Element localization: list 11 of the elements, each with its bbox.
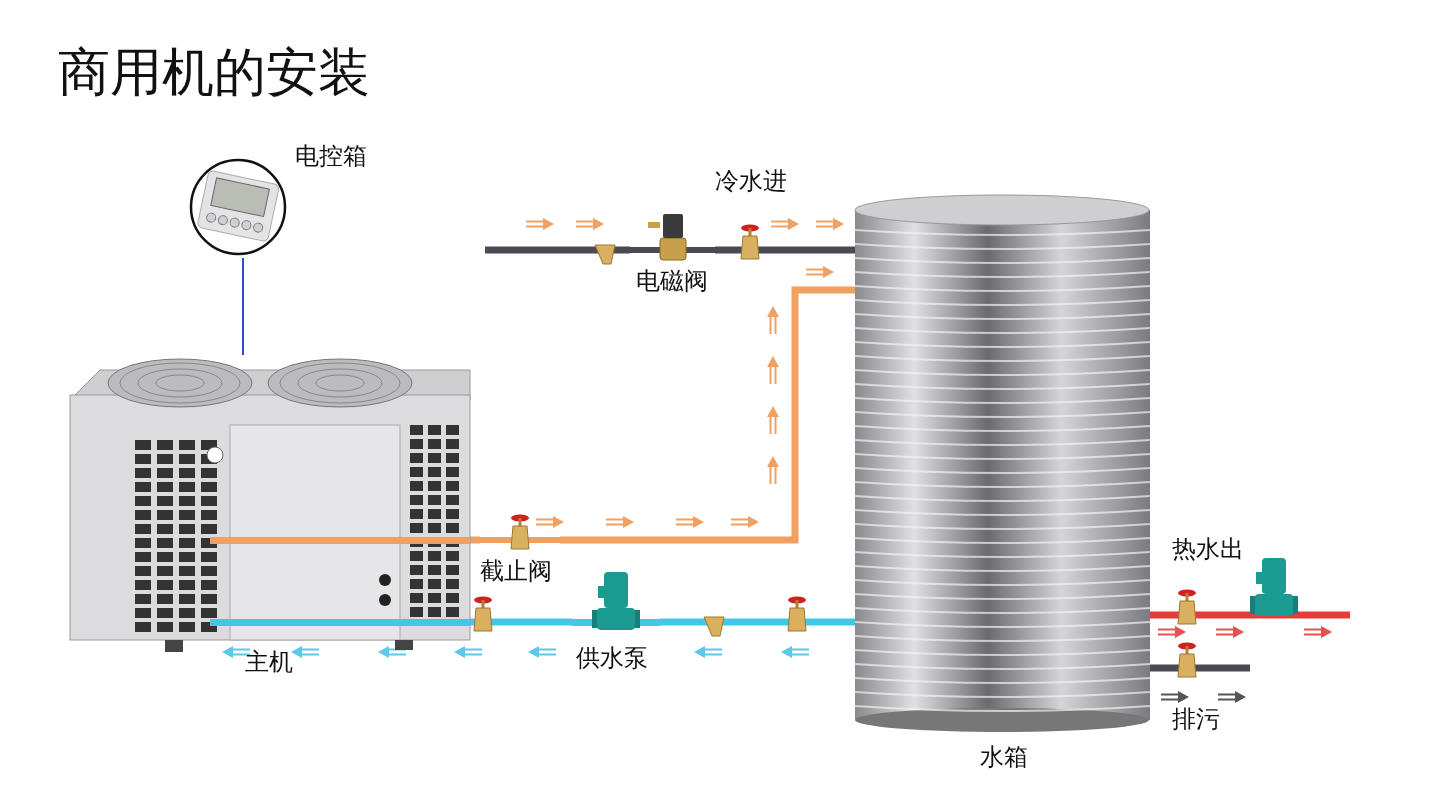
part-label: 主机 xyxy=(245,648,293,677)
pipe-label: 热水出 xyxy=(1172,534,1244,565)
part-label: 电控箱 xyxy=(295,142,367,171)
part-label: 电磁阀 xyxy=(636,267,708,296)
pipe-label: 排污 xyxy=(1172,704,1220,735)
pipe-label: 冷水进 xyxy=(715,166,787,197)
part-label: 截止阀 xyxy=(480,557,552,586)
part-label: 水箱 xyxy=(980,743,1028,772)
title: 商用机的安装 xyxy=(58,41,370,104)
control-wire xyxy=(242,257,244,356)
part-label: 供水泵 xyxy=(576,644,648,673)
